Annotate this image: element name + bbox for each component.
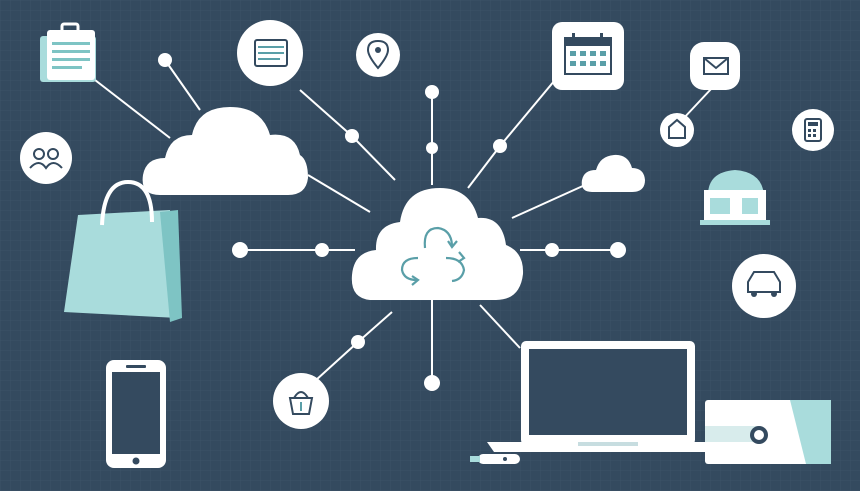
smartphone-icon [106, 360, 166, 468]
laptop-icon [487, 341, 722, 452]
projector-icon [705, 400, 831, 464]
location-pin-icon [356, 33, 400, 77]
cloud-small-right [581, 154, 645, 192]
usb-drive-icon [470, 454, 520, 464]
calculator-icon [792, 109, 834, 151]
shopping-bag-icon [64, 179, 182, 322]
store-icon [700, 170, 770, 225]
connection-lines [94, 59, 713, 391]
document-scroll-icon [237, 20, 303, 86]
calendar-icon [552, 22, 624, 90]
basket-icon [273, 373, 329, 429]
briefcase-icon [40, 22, 96, 82]
mail-icon [690, 42, 740, 90]
cloud-upper-left [142, 107, 308, 195]
home-icon [660, 113, 694, 147]
sync-icon [400, 226, 466, 286]
car-icon [732, 254, 796, 318]
central-cloud-with-sync-arrows [351, 188, 524, 300]
users-icon [20, 132, 72, 184]
